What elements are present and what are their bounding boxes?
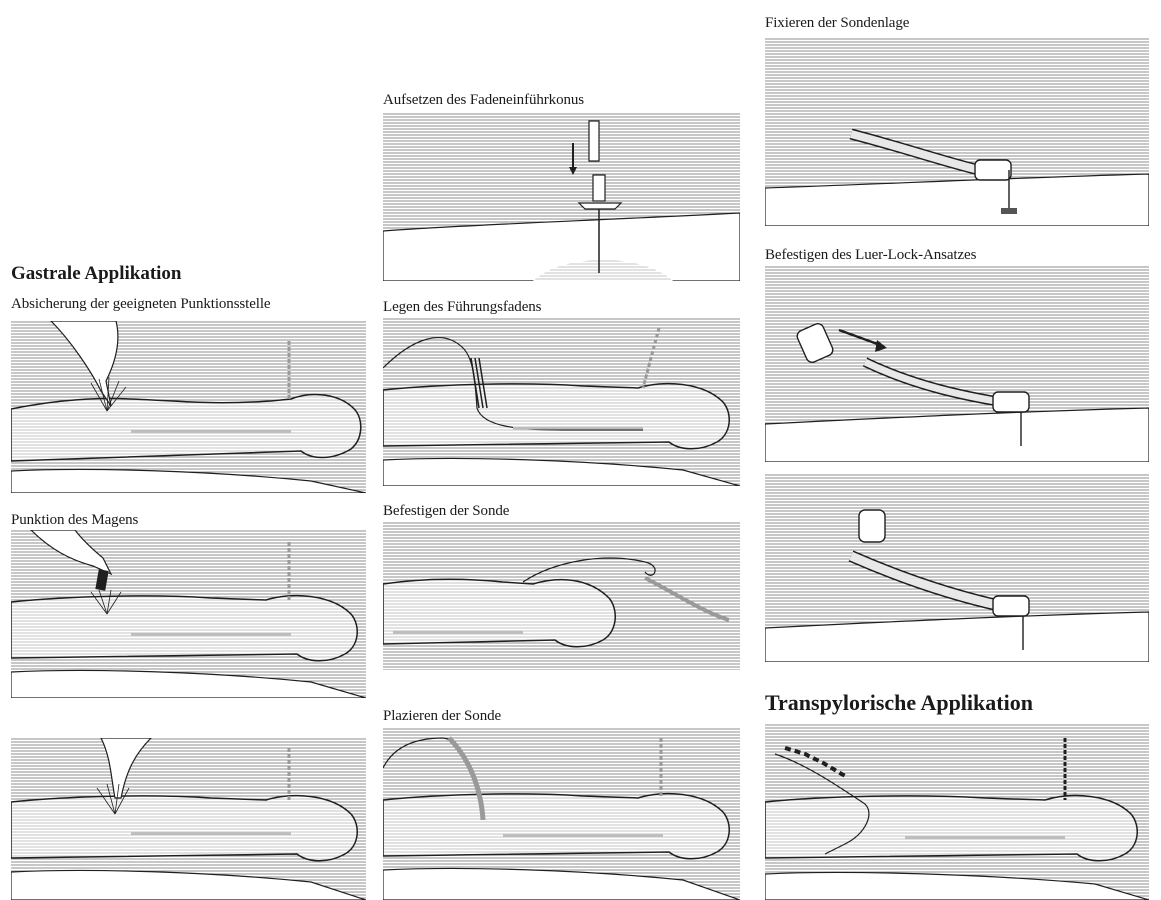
- caption-step-1: Absicherung der geeigneten Punktionsstel…: [11, 295, 271, 313]
- illustration-fix-probe: [765, 38, 1149, 226]
- caption-step-8: Fixieren der Sondenlage: [765, 14, 909, 32]
- illustration-place-probe: [383, 728, 740, 900]
- caption-step-2: Punktion des Magens: [11, 511, 138, 529]
- caption-step-6: Befestigen der Sonde: [383, 502, 509, 520]
- illustration-guide-thread: [383, 318, 740, 486]
- transpyloric-heading: Transpylorische Applikation: [765, 690, 1033, 716]
- illustration-attach-probe: [383, 522, 740, 690]
- caption-step-5: Legen des Führungsfadens: [383, 298, 541, 316]
- caption-step-9: Befestigen des Luer-Lock-Ansatzes: [765, 246, 976, 264]
- illustration-insert-wire: [11, 738, 366, 900]
- illustration-luer-lock-attached: [765, 474, 1149, 662]
- caption-step-7: Plazieren der Sonde: [383, 707, 501, 725]
- gastric-heading: Gastrale Applikation: [11, 263, 182, 285]
- illustration-transpyloric: [765, 724, 1149, 900]
- caption-step-4: Aufsetzen des Fadeneinführkonus: [383, 91, 584, 109]
- illustration-luer-lock: [765, 266, 1149, 462]
- illustration-puncture-site: [11, 321, 366, 493]
- illustration-stomach-puncture: [11, 530, 366, 698]
- illustration-thread-cone: [383, 113, 740, 281]
